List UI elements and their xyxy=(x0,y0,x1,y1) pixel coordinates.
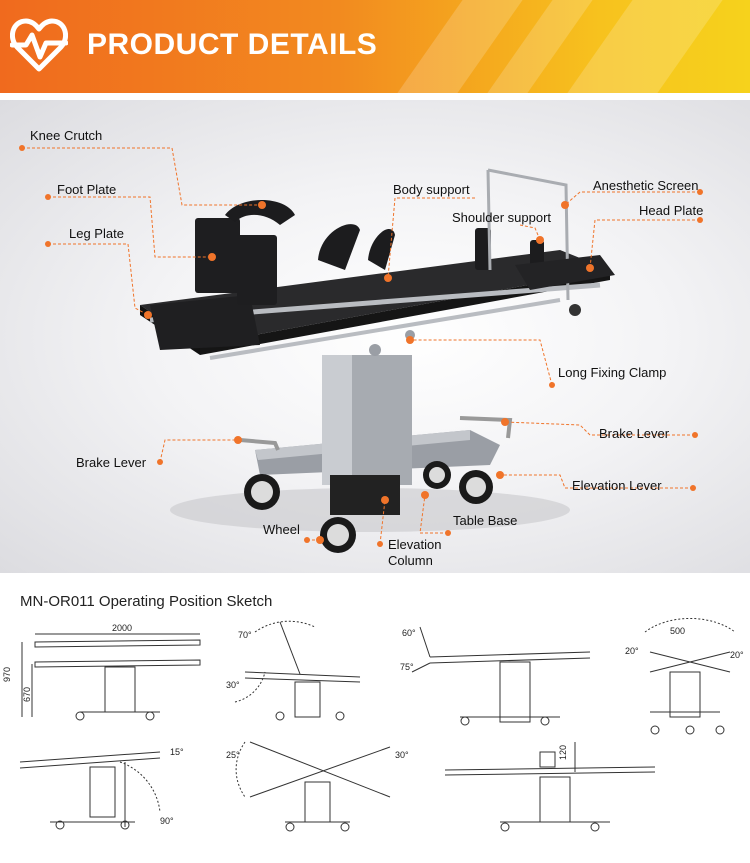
header-decor-stripe xyxy=(567,0,723,93)
dim-angle-30: 30° xyxy=(226,680,240,690)
product-photo-section: Knee Crutch Foot Plate Leg Plate Body su… xyxy=(0,100,750,573)
dim-length: 2000 xyxy=(112,623,132,633)
operating-table-illustration xyxy=(19,145,703,553)
page-header: PRODUCT DETAILS xyxy=(0,0,750,93)
dim-width-500: 500 xyxy=(670,626,685,636)
dim-angle-75: 75° xyxy=(400,662,414,672)
callout-shoulder-support: Shoulder support xyxy=(452,210,552,225)
sketch-title: MN-OR011 Operating Position Sketch xyxy=(20,593,273,610)
callout-body-support: Body support xyxy=(393,182,470,197)
callout-elevation-column-line2: Column xyxy=(388,553,433,568)
callout-head-plate: Head Plate xyxy=(639,203,704,218)
sketch-cross-tilt xyxy=(235,741,391,832)
callout-wheel: Wheel xyxy=(263,522,300,537)
sketch-trendelenburg xyxy=(411,626,591,726)
dim-angle-60: 60° xyxy=(402,628,416,638)
dim-angle-70: 70° xyxy=(238,630,252,640)
callout-long-fixing-clamp: Long Fixing Clamp xyxy=(558,365,667,380)
dim-height-max: 970 xyxy=(2,667,12,682)
dim-tilt-right: 20° xyxy=(730,650,744,660)
operating-position-sketches: 2000 970 670 70° 30° 60° 75° 500 20° 20°… xyxy=(2,617,744,832)
page-title: PRODUCT DETAILS xyxy=(87,28,378,61)
heart-pulse-icon xyxy=(10,18,68,72)
callout-anesthetic-screen: Anesthetic Screen xyxy=(593,178,699,193)
sketch-back-raised xyxy=(234,620,361,721)
callout-elevation-lever: Elevation Lever xyxy=(572,478,662,493)
dim-angle-25: 25° xyxy=(226,750,240,760)
callout-leg-plate: Leg Plate xyxy=(69,226,124,241)
callout-elevation-column-line1: Elevation xyxy=(388,537,442,552)
sketch-slide xyxy=(444,742,656,832)
dim-height-min: 670 xyxy=(22,687,32,702)
callout-brake-lever-left: Brake Lever xyxy=(76,455,147,470)
callout-foot-plate: Foot Plate xyxy=(57,182,117,197)
callout-knee-crutch: Knee Crutch xyxy=(30,128,103,143)
dim-angle-30b: 30° xyxy=(395,750,409,760)
dim-angle-90: 90° xyxy=(160,816,174,826)
dim-tilt-left: 20° xyxy=(625,646,639,656)
sketch-lateral-tilt xyxy=(644,617,736,735)
sketch-leg-down xyxy=(19,751,161,830)
dim-angle-15: 15° xyxy=(170,747,184,757)
callout-table-base: Table Base xyxy=(453,513,518,528)
dim-slide-120: 120 xyxy=(558,745,568,760)
callout-brake-lever-right: Brake Lever xyxy=(599,426,670,441)
sketch-flat-position xyxy=(21,633,201,721)
